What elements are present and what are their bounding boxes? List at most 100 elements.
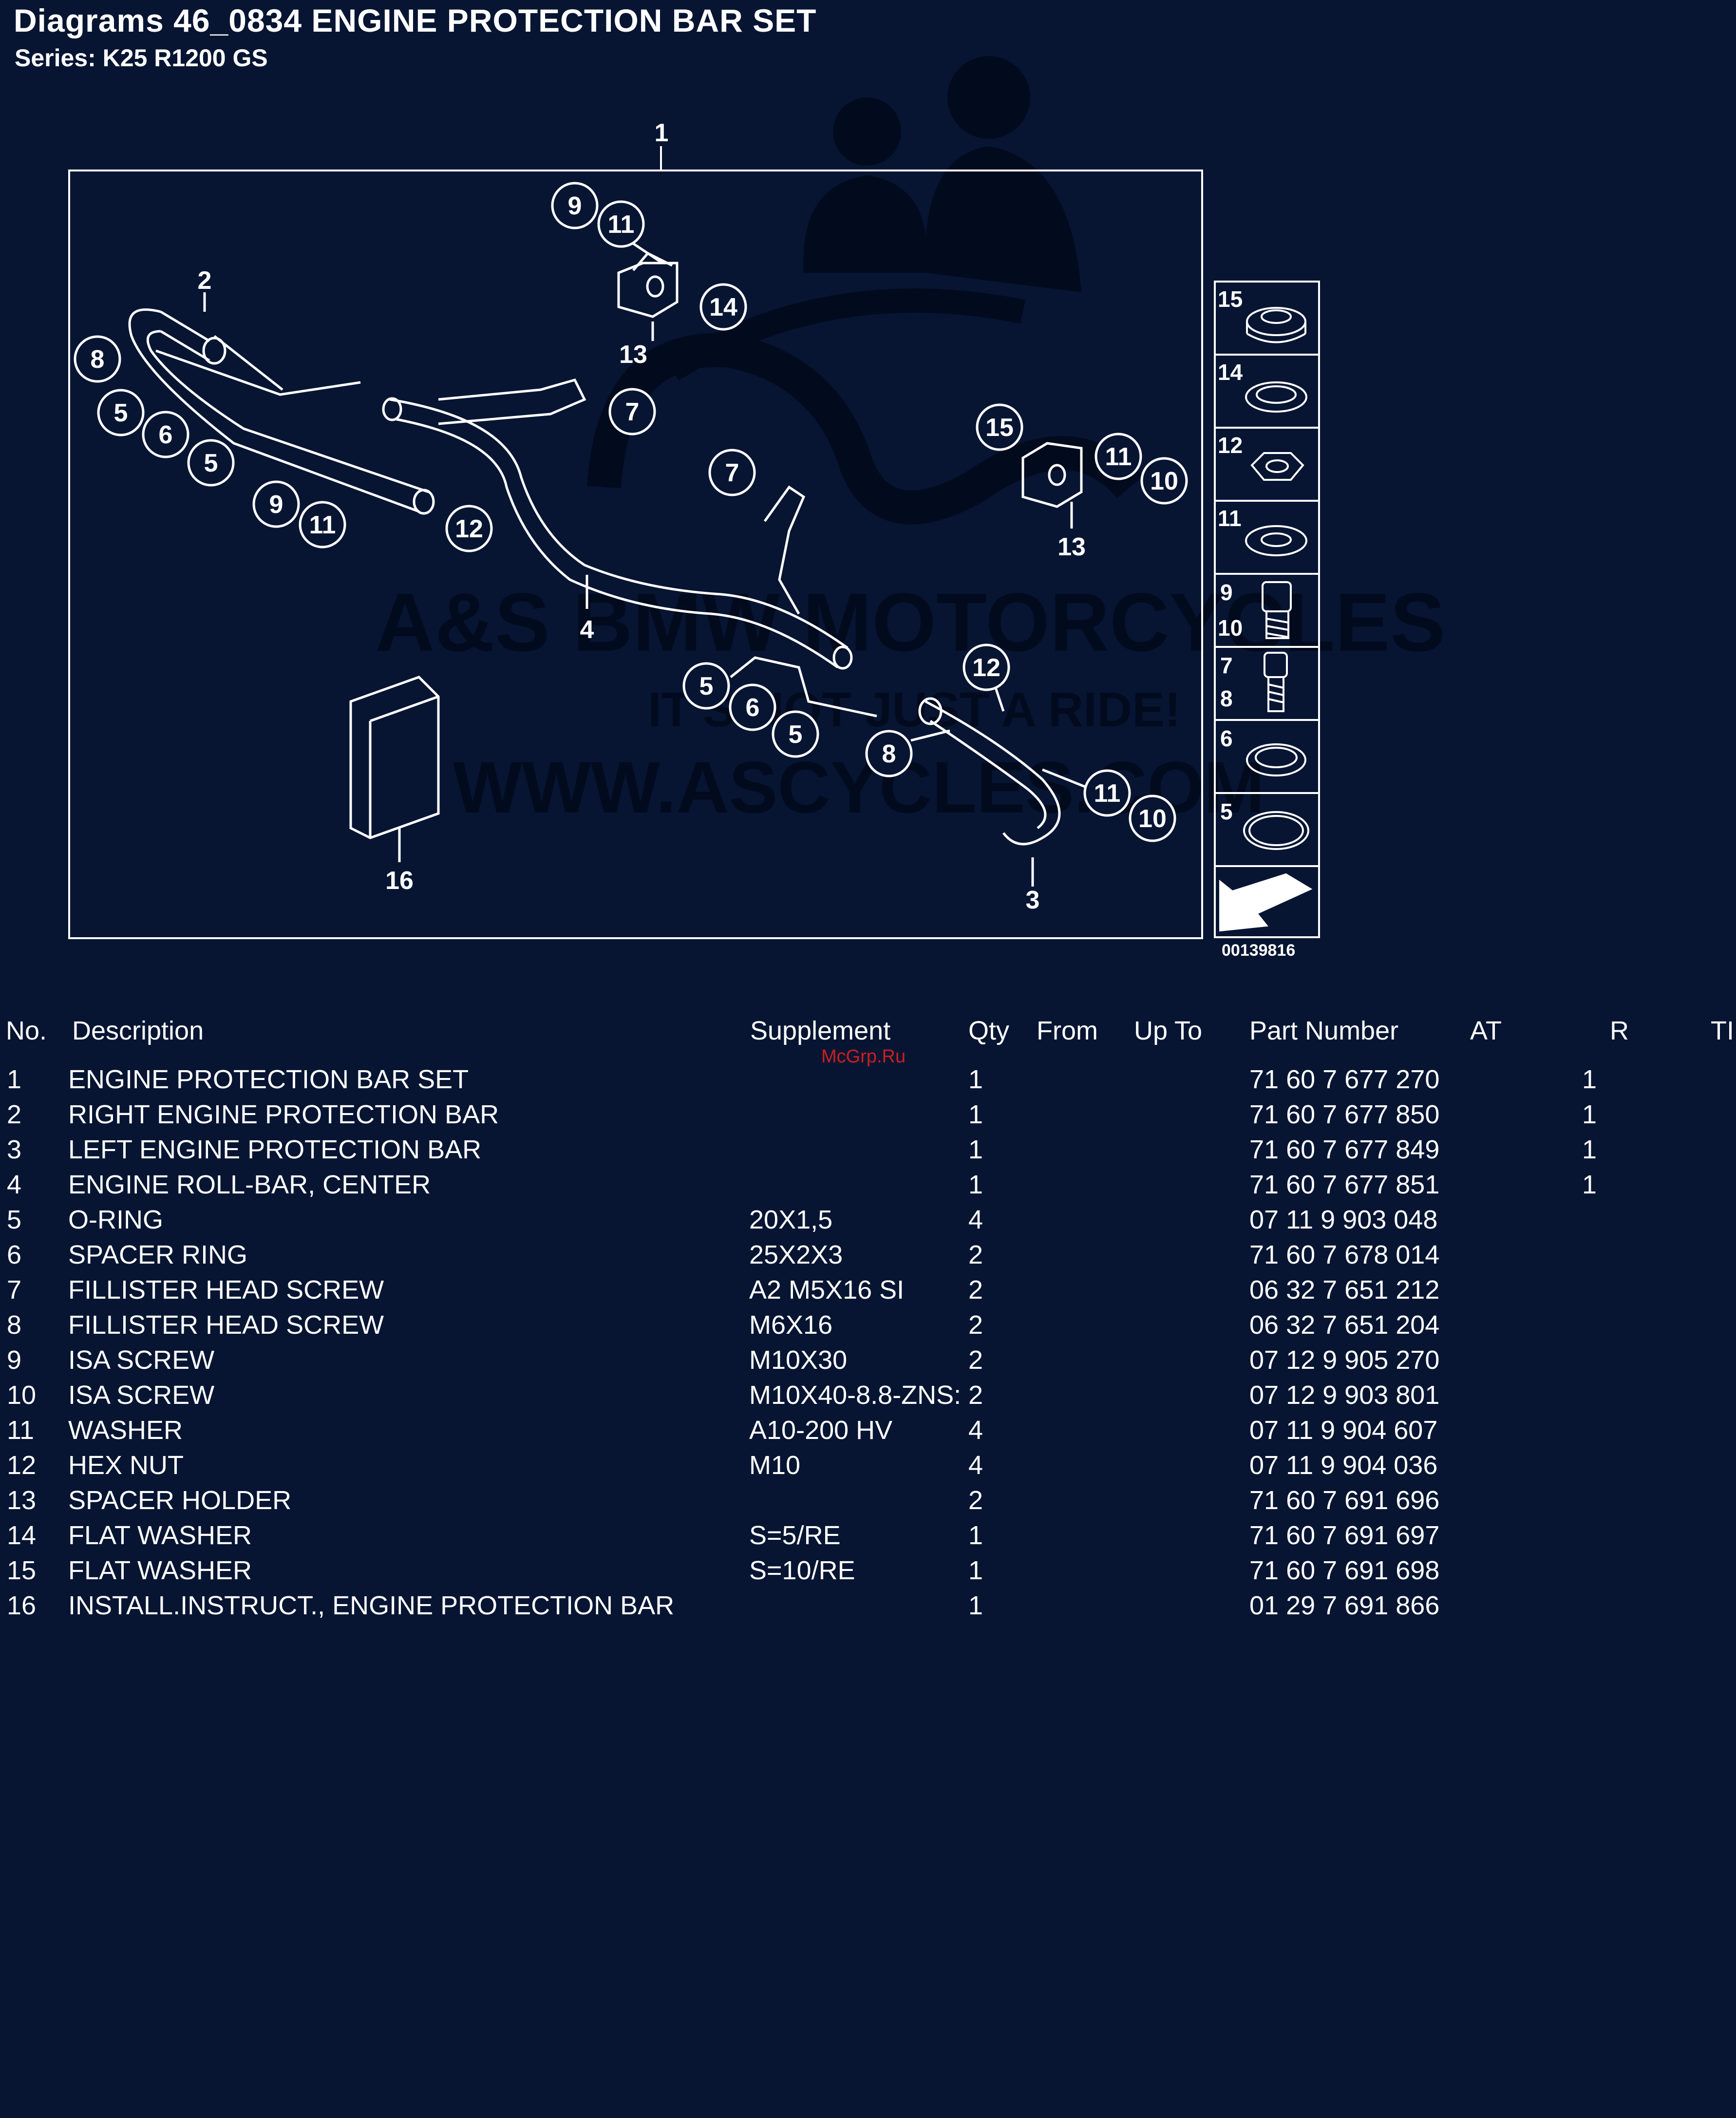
legend-number: 15 bbox=[1218, 286, 1243, 312]
callout-6: 6 bbox=[746, 694, 760, 722]
callout-11: 11 bbox=[309, 511, 336, 539]
cell-part-number: 71 60 7 677 849 bbox=[1249, 1135, 1440, 1164]
legend-number: 9 bbox=[1220, 580, 1233, 605]
cell-description: FILLISTER HEAD SCREW bbox=[68, 1310, 384, 1340]
cell-no: 11 bbox=[7, 1416, 35, 1445]
source-label: McGrp.Ru bbox=[821, 1046, 906, 1067]
callout-13: 13 bbox=[619, 340, 647, 369]
cell-supplement: S=5/RE bbox=[749, 1521, 841, 1550]
cell-part-number: 71 60 7 677 270 bbox=[1249, 1065, 1440, 1094]
callout-11: 11 bbox=[1105, 443, 1132, 471]
cell-part-number: 01 29 7 691 866 bbox=[1249, 1591, 1440, 1620]
cell-qty: 4 bbox=[968, 1205, 983, 1234]
cell-part-number: 07 11 9 904 607 bbox=[1249, 1416, 1438, 1445]
cell-supplement: S=10/RE bbox=[749, 1556, 855, 1585]
cell-qty: 1 bbox=[968, 1100, 983, 1129]
column-header-qty: Qty bbox=[968, 1016, 1010, 1045]
callout-5: 5 bbox=[114, 399, 128, 427]
cell-no: 14 bbox=[7, 1521, 37, 1550]
callout-13: 13 bbox=[1057, 533, 1086, 561]
cell-qty: 1 bbox=[968, 1170, 983, 1199]
callout-16: 16 bbox=[385, 867, 414, 895]
column-header-no: No. bbox=[6, 1016, 47, 1045]
cell-no: 8 bbox=[7, 1310, 22, 1340]
cell-r: 1 bbox=[1582, 1135, 1597, 1164]
cell-no: 3 bbox=[7, 1135, 22, 1164]
cell-qty: 2 bbox=[968, 1486, 983, 1515]
cell-qty: 1 bbox=[968, 1521, 983, 1550]
cell-description: ENGINE ROLL-BAR, CENTER bbox=[68, 1170, 431, 1199]
legend-number: 11 bbox=[1218, 506, 1242, 531]
cell-no: 13 bbox=[7, 1486, 37, 1515]
cell-description: HEX NUT bbox=[68, 1451, 184, 1480]
cell-description: FILLISTER HEAD SCREW bbox=[68, 1275, 384, 1305]
cell-supplement: M10X30 bbox=[749, 1345, 848, 1375]
cell-part-number: 71 60 7 677 851 bbox=[1249, 1170, 1440, 1199]
cell-supplement: M10 bbox=[749, 1451, 801, 1480]
cell-qty: 2 bbox=[968, 1310, 983, 1340]
callout-12: 12 bbox=[972, 654, 1000, 682]
callout-15: 15 bbox=[985, 414, 1014, 442]
cell-description: ISA SCREW bbox=[68, 1380, 215, 1410]
page-title: Diagrams 46_0834 ENGINE PROTECTION BAR S… bbox=[14, 2, 817, 38]
callout-3: 3 bbox=[1026, 886, 1040, 914]
cell-qty: 2 bbox=[968, 1345, 983, 1375]
cell-r: 1 bbox=[1582, 1170, 1597, 1199]
cell-qty: 1 bbox=[968, 1591, 983, 1620]
cell-supplement: A2 M5X16 SI bbox=[749, 1275, 905, 1305]
legend-number: 12 bbox=[1218, 433, 1243, 458]
cell-no: 10 bbox=[7, 1380, 37, 1410]
cell-part-number: 06 32 7 651 212 bbox=[1249, 1275, 1440, 1305]
cell-no: 4 bbox=[7, 1170, 22, 1199]
cell-part-number: 71 60 7 691 698 bbox=[1249, 1556, 1440, 1585]
cell-no: 6 bbox=[7, 1240, 22, 1269]
cell-part-number: 07 12 9 905 270 bbox=[1249, 1345, 1440, 1375]
cell-description: RIGHT ENGINE PROTECTION BAR bbox=[68, 1100, 499, 1129]
cell-qty: 1 bbox=[968, 1556, 983, 1585]
callout-10: 10 bbox=[1150, 467, 1178, 495]
table-row: 12 HEX NUT M10 4 07 11 9 904 036 bbox=[0, 1450, 1736, 1485]
legend-number: 5 bbox=[1220, 799, 1233, 824]
cell-description: SPACER HOLDER bbox=[68, 1486, 292, 1515]
cell-qty: 1 bbox=[968, 1065, 983, 1094]
callout-5: 5 bbox=[699, 672, 714, 700]
diagram-frame bbox=[68, 170, 1203, 939]
legend-number: 14 bbox=[1218, 359, 1243, 385]
series-subtitle: Series: K25 R1200 GS bbox=[15, 44, 268, 72]
column-header-at: AT bbox=[1470, 1016, 1502, 1045]
cell-part-number: 07 11 9 904 036 bbox=[1249, 1451, 1438, 1480]
watermark-logo bbox=[587, 56, 1143, 525]
cell-supplement: 25X2X3 bbox=[749, 1240, 843, 1269]
callout-2: 2 bbox=[198, 266, 212, 295]
legend-number: 7 bbox=[1220, 653, 1233, 678]
cell-qty: 2 bbox=[968, 1380, 983, 1410]
cell-no: 2 bbox=[7, 1100, 22, 1129]
cell-no: 12 bbox=[7, 1451, 37, 1480]
callout-7: 7 bbox=[725, 459, 739, 487]
cell-qty: 4 bbox=[968, 1451, 983, 1480]
callout-6: 6 bbox=[159, 421, 173, 449]
cell-part-number: 07 12 9 903 801 bbox=[1249, 1380, 1440, 1410]
cell-description: ENGINE PROTECTION BAR SET bbox=[68, 1065, 469, 1094]
callout-12: 12 bbox=[455, 515, 483, 543]
cell-no: 7 bbox=[7, 1275, 22, 1305]
cell-no: 15 bbox=[7, 1556, 37, 1585]
cell-description: WASHER bbox=[68, 1416, 183, 1445]
column-header-part-number: Part Number bbox=[1249, 1016, 1399, 1045]
legend-number: 6 bbox=[1220, 726, 1233, 751]
part-drawings bbox=[128, 237, 1092, 887]
column-header-from: From bbox=[1037, 1016, 1098, 1045]
callout-14: 14 bbox=[709, 293, 737, 321]
cell-description: SPACER RING bbox=[68, 1240, 248, 1269]
cell-description: ISA SCREW bbox=[68, 1345, 215, 1375]
callout-circles bbox=[74, 182, 1188, 842]
cell-no: 5 bbox=[7, 1205, 22, 1234]
